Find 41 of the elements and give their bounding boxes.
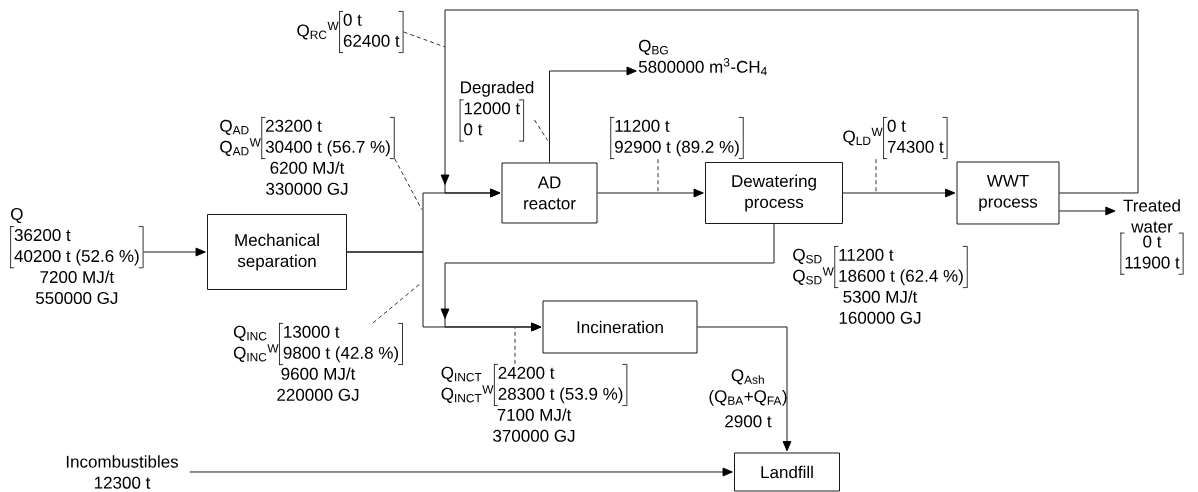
flow-arrow [189,467,733,477]
leader-line [875,158,877,193]
label: 5300 MJ/t [843,290,918,303]
label: 11200 t [839,248,894,261]
flow-annotation: Q$_{SD}$ Q$_{SD}$W 11200 t 18600 t (62.4 %) 5300 MJ/t 160000 GJ [793,245,968,324]
leader-line [403,31,445,48]
flow-arrow [143,247,206,257]
output-text: Q$_{BG}$ 5800000 m$^{3}$-CH$_{4}$ [638,39,767,76]
flow-annotation: Q$_{LD}$W 0 t 74300 t [843,116,948,160]
flow-arrow [1059,206,1116,216]
output-text: Treated water 0 t 11900 t [1120,199,1184,276]
flow-annotation: Q$_{Ash}$ (Q$_{BA}$+Q$_{FA}$) 2900 t [709,369,787,428]
input-text: Incombustibles 12300 t [66,455,179,489]
label: 18600 t (62.4 %) [839,269,963,286]
label: 160000 GJ [839,311,921,324]
leader-line [514,327,516,365]
flow-annotation: Q$_{INCT}$ Q$_{INCT}$W 24200 t 28300 t (53.9 %) 7100 MJ/t 370000 GJ [441,363,628,442]
flow-arrow [440,223,775,332]
process-box: Incineration [542,300,698,354]
flow-annotation: Q$_{INC}$ Q$_{INC}$W 13000 t 9800 t (42.8 %) 9600 MJ/t 220000 GJ [233,322,403,401]
input-annotation: Q 36200 t 40200 t (52.6 %) 7200 MJ/t 550000 GJ [9,208,144,305]
flow-annotation: Q$_{RC}$W 0 t 62400 t [297,10,404,54]
flow-annotation: Q$_{AD}$ Q$_{AD}$W 23200 t 30400 t (56.7 %) 6200 MJ/t 330000 GJ [220,116,395,195]
process-box: Landfill [734,452,840,492]
flow-arrow [549,66,637,163]
flow-arrow [440,9,1139,198]
label: Q$_{SD}$W [793,267,834,285]
flow-arrow [842,188,956,198]
flow-annotation: 11200 t 92900 t (89.2 %) [609,116,744,160]
process-box: WWT process [956,161,1060,225]
flow-annotation: Degraded 12000 t 0 t [459,80,534,142]
leader-line [372,282,422,324]
label: Q$_{SD}$ [793,248,822,264]
process-box: AD reactor [501,162,598,224]
leader-line [534,119,549,141]
process-box: Mechanical separation [207,214,347,290]
flow-arrow [597,188,704,198]
process-box: Dewatering process [705,162,843,224]
leader-line [394,158,423,210]
flow-arrow [697,326,792,452]
leader-line [657,158,659,193]
